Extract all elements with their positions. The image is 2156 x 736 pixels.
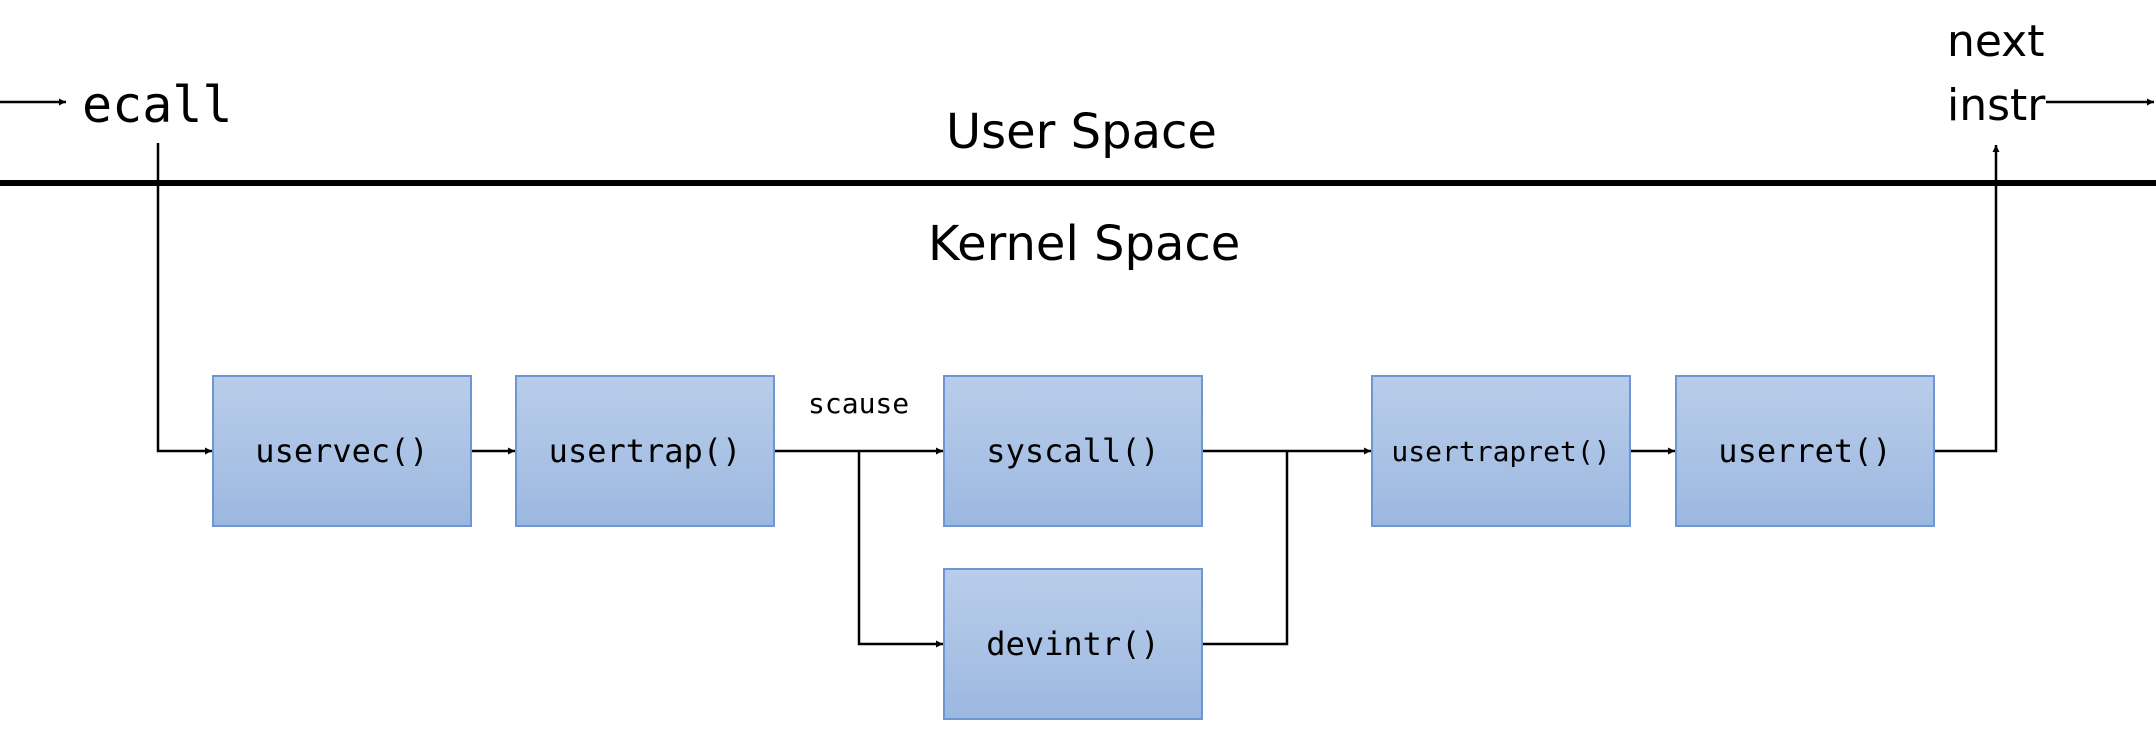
usertrapret-box: usertrapret(): [1371, 375, 1631, 527]
usertrap-label: usertrap(): [548, 432, 742, 470]
instr-label: instr: [1947, 80, 2046, 131]
syscall-label: syscall(): [986, 432, 1160, 470]
uservec-box: uservec(): [212, 375, 472, 527]
usertrapret-label: usertrapret(): [1391, 434, 1611, 468]
scause-label: scause: [808, 387, 910, 420]
arrow-userret-to-next-instr: [1934, 145, 2000, 453]
user-space-label: User Space: [946, 104, 1217, 160]
ecall-label: ecall: [82, 76, 233, 134]
kernel-space-label: Kernel Space: [928, 216, 1241, 272]
userret-label: userret(): [1718, 432, 1892, 470]
userret-box: userret(): [1675, 375, 1935, 527]
arrow-usertrap-to-devintr: [857, 451, 943, 648]
syscall-box: syscall(): [943, 375, 1203, 527]
next-label: next: [1947, 16, 2045, 67]
line-devintr-merge: [1202, 451, 1289, 646]
uservec-label: uservec(): [255, 432, 429, 470]
arrow-ecall-to-uservec: [156, 143, 212, 455]
devintr-label: devintr(): [986, 625, 1160, 663]
devintr-box: devintr(): [943, 568, 1203, 720]
usertrap-box: usertrap(): [515, 375, 775, 527]
